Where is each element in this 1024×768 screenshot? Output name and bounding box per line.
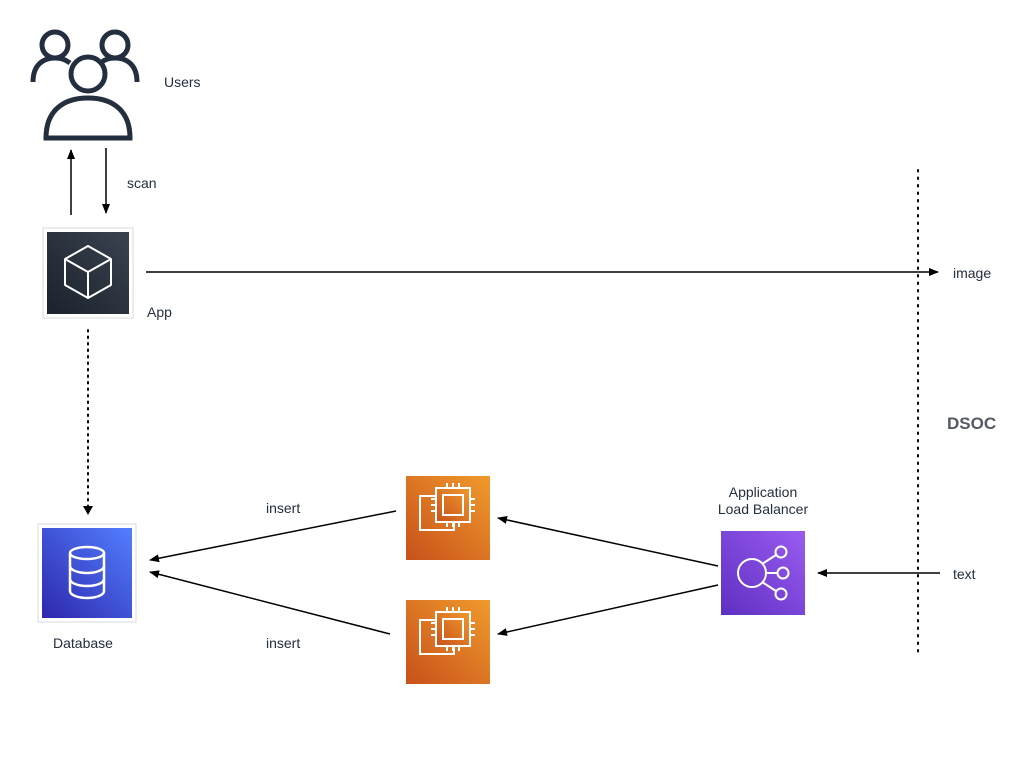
database-label: Database <box>53 635 113 651</box>
chip-icon <box>419 607 475 655</box>
load-balancer-icon <box>737 545 790 601</box>
cube-icon <box>64 245 112 299</box>
arrow-ec2-top-to-database <box>149 510 397 563</box>
ec2-node-top[interactable] <box>406 476 490 560</box>
users-icon <box>30 29 140 141</box>
app-label: App <box>147 304 172 320</box>
database-icon <box>68 545 106 600</box>
users-label: Users <box>164 74 201 90</box>
scan-label: scan <box>127 175 157 191</box>
arrow-alb-to-ec2-top <box>497 516 719 567</box>
text-label: text <box>953 566 976 582</box>
arrow-ec2-bottom-to-database <box>149 570 391 635</box>
insert-label-bottom: insert <box>266 635 301 651</box>
insert-label-top: insert <box>266 500 301 516</box>
arrow-alb-to-ec2-bottom <box>497 584 719 636</box>
alb-node[interactable] <box>721 531 805 615</box>
dsoc-label: DSOC <box>947 414 997 433</box>
app-node[interactable] <box>42 227 134 319</box>
database-node[interactable] <box>37 523 137 623</box>
alb-label-line2: Load Balancer <box>717 501 809 517</box>
chip-icon <box>419 483 475 531</box>
alb-label-line1: Application <box>728 484 798 500</box>
ec2-node-bottom[interactable] <box>406 600 490 684</box>
image-label: image <box>953 265 992 281</box>
